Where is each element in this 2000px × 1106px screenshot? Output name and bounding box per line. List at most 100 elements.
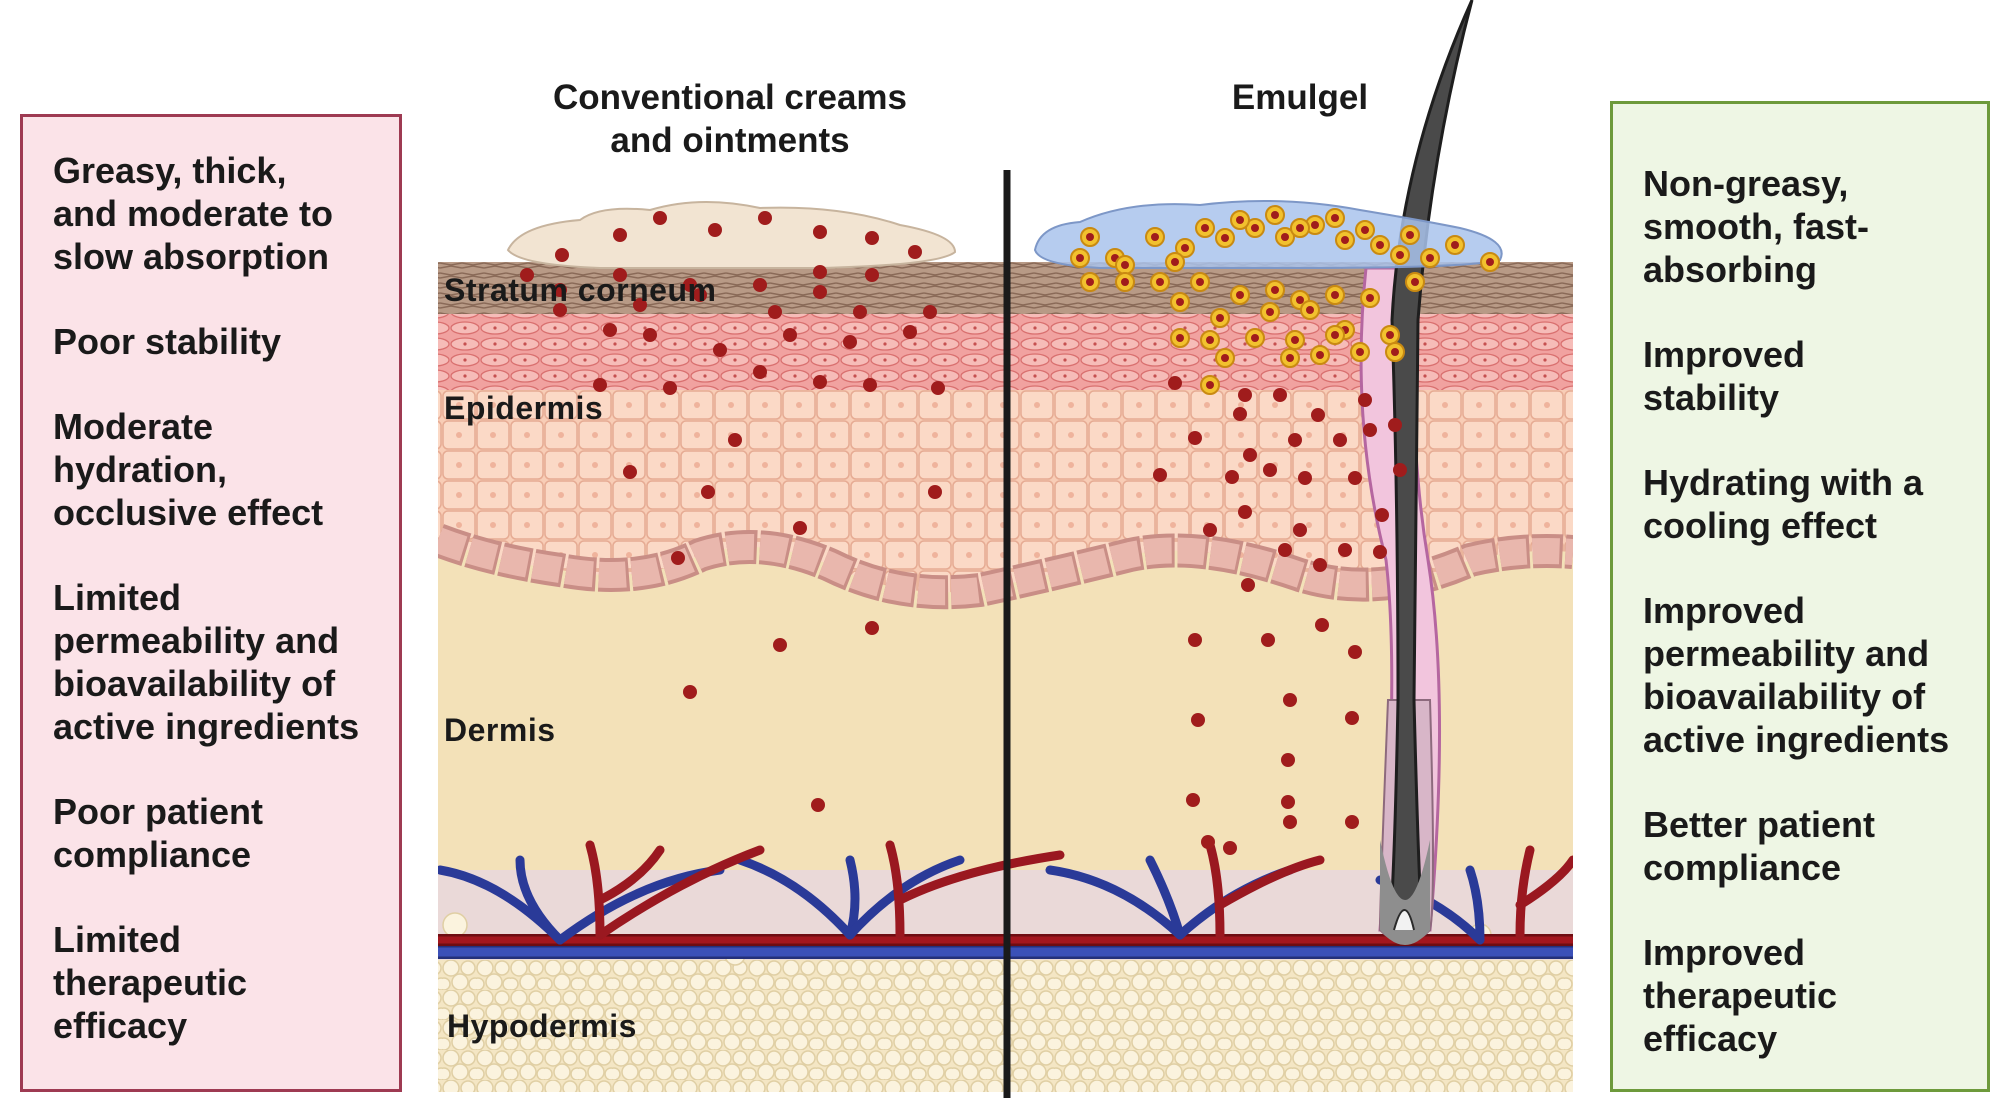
- emulgel-droplet-core: [1281, 233, 1289, 241]
- emulgel-droplet-core: [1266, 308, 1274, 316]
- emulgel-droplet-core: [1221, 234, 1229, 242]
- emulgel-droplet-core: [1341, 236, 1349, 244]
- emulgel-drug-particle: [1345, 815, 1359, 829]
- emulgel-droplet-core: [1236, 216, 1244, 224]
- emulgel-drug-particle: [1168, 376, 1182, 390]
- emulgel-drug-particle: [1263, 463, 1277, 477]
- emulgel-droplet-core: [1361, 226, 1369, 234]
- epidermis-label: Epidermis: [444, 390, 604, 426]
- emulgel-droplet-core: [1121, 278, 1129, 286]
- emulgel-drug-particle: [1203, 523, 1217, 537]
- cream-drug-particle: [813, 225, 827, 239]
- emulgel-droplet-core: [1216, 314, 1224, 322]
- cream-drug-particle: [865, 231, 879, 245]
- emulgel-drug-particle: [1315, 618, 1329, 632]
- emulgel-drug-particle: [1283, 693, 1297, 707]
- cream-drug-particle: [753, 365, 767, 379]
- emulgel-drug-particle: [1281, 795, 1295, 809]
- emulgel-drug-particle: [1238, 388, 1252, 402]
- emulgel-heading: Emulgel: [1231, 78, 1369, 117]
- emulgel-droplet-core: [1396, 251, 1404, 259]
- emulgel-droplet-core: [1411, 278, 1419, 286]
- hypodermis-label: Hypodermis: [447, 1008, 637, 1044]
- emulgel-droplet-core: [1236, 291, 1244, 299]
- emulgel-droplet-core: [1151, 233, 1159, 241]
- conventional-property-efficacy: Limited therapeutic efficacy: [53, 919, 248, 1046]
- emulgel-droplet-core: [1356, 348, 1364, 356]
- cream-drug-particle: [865, 268, 879, 282]
- emulgel-droplet-core: [1386, 331, 1394, 339]
- cream-drug-particle: [931, 381, 945, 395]
- conventional-cream-base: [506, 200, 957, 269]
- emulgel-droplet-core: [1176, 298, 1184, 306]
- conventional-property-permeability: Limited permeability and bioavailability…: [53, 577, 360, 747]
- emulgel-drug-particle: [1188, 633, 1202, 647]
- emulgel-droplet-core: [1376, 241, 1384, 249]
- emulgel-drug-particle: [1333, 433, 1347, 447]
- emulgel-property-stability: Improved stability: [1643, 334, 1806, 418]
- cream-drug-particle: [811, 798, 825, 812]
- emulgel-droplet-core: [1196, 278, 1204, 286]
- cream-drug-particle: [728, 433, 742, 447]
- cream-drug-particle: [653, 211, 667, 225]
- cream-drug-particle: [693, 288, 707, 302]
- emulgel-property-compliance: Better patient compliance: [1643, 804, 1876, 888]
- cream-drug-particle: [671, 551, 685, 565]
- cream-drug-particle: [773, 638, 787, 652]
- conventional-property-absorption: Greasy, thick, and moderate to slow abso…: [53, 150, 334, 277]
- cream-drug-particle: [633, 298, 647, 312]
- emulgel-properties-panel: Non-greasy, smooth, fast- absorbing Impr…: [1610, 101, 1990, 1092]
- emulgel-drug-particle: [1313, 558, 1327, 572]
- emulgel-drug-particle: [1373, 545, 1387, 559]
- emulgel-droplet-core: [1156, 278, 1164, 286]
- emulgel-drug-particle: [1233, 407, 1247, 421]
- cream-drug-particle: [613, 228, 627, 242]
- emulgel-drug-particle: [1298, 471, 1312, 485]
- emulgel-drug-particle: [1388, 418, 1402, 432]
- emulgel-drug-particle: [1288, 433, 1302, 447]
- cream-drug-particle: [553, 303, 567, 317]
- cream-drug-particle: [555, 248, 569, 262]
- cream-drug-particle: [613, 268, 627, 282]
- emulgel-drug-particle: [1283, 815, 1297, 829]
- emulgel-drug-particle: [1311, 408, 1325, 422]
- emulgel-drug-particle: [1293, 523, 1307, 537]
- emulgel-drug-particle: [1188, 431, 1202, 445]
- emulgel-drug-particle: [1241, 578, 1255, 592]
- cream-drug-particle: [863, 378, 877, 392]
- emulgel-drug-particle: [1278, 543, 1292, 557]
- emulgel-property-hydration: Hydrating with a cooling effect: [1643, 462, 1924, 546]
- stratum-corneum-label: Stratum corneum: [444, 272, 717, 308]
- cream-drug-particle: [903, 325, 917, 339]
- emulgel-droplet-core: [1391, 348, 1399, 356]
- emulgel-droplet-core: [1286, 354, 1294, 362]
- cream-drug-particle: [793, 521, 807, 535]
- emulgel-droplet-core: [1206, 336, 1214, 344]
- emulgel-drug-particle: [1273, 388, 1287, 402]
- cream-drug-particle: [908, 245, 922, 259]
- emulgel-droplet-core: [1451, 241, 1459, 249]
- cream-drug-particle: [663, 381, 677, 395]
- cream-drug-particle: [768, 305, 782, 319]
- emulgel-drug-particle: [1238, 505, 1252, 519]
- cream-drug-particle: [593, 378, 607, 392]
- cream-drug-particle: [708, 223, 722, 237]
- cream-drug-particle: [713, 343, 727, 357]
- cream-drug-particle: [813, 375, 827, 389]
- cream-drug-particle: [683, 685, 697, 699]
- emulgel-droplet-core: [1366, 294, 1374, 302]
- emulgel-drug-particle: [1345, 711, 1359, 725]
- cream-drug-particle: [603, 323, 617, 337]
- emulgel-property-permeability: Improved permeability and bioavailabilit…: [1643, 590, 1950, 760]
- emulgel-drug-particle: [1363, 423, 1377, 437]
- emulgel-droplet-core: [1271, 286, 1279, 294]
- emulgel-drug-particle: [1338, 543, 1352, 557]
- emulgel-drug-particle: [1201, 835, 1215, 849]
- cream-drug-particle: [520, 268, 534, 282]
- cream-drug-particle: [813, 285, 827, 299]
- emulgel-droplet-core: [1251, 224, 1259, 232]
- emulgel-droplet-core: [1331, 214, 1339, 222]
- emulgel-drug-particle: [1261, 633, 1275, 647]
- emulgel-droplet-core: [1076, 254, 1084, 262]
